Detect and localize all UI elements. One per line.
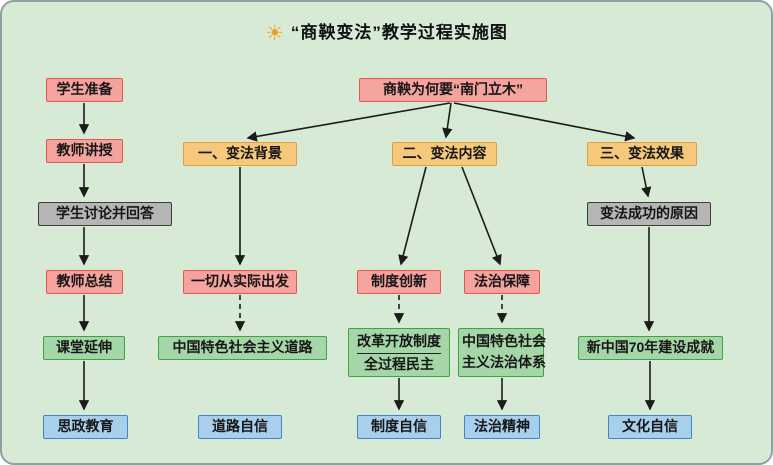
sun-icon: ☀ [265, 22, 284, 45]
node-teacher-lecture: 教师讲授 [46, 139, 123, 163]
node-institution-extension: 改革开放制度 全过程民主 [348, 328, 450, 377]
node-effect-reason: 变法成功的原因 [587, 202, 711, 226]
dashed-arrows [234, 295, 508, 332]
node-law-extension-line2: 主义法治体系 [462, 354, 546, 370]
node-institution-extension-line2: 全过程民主 [364, 356, 434, 372]
node-branch-effect: 三、变法效果 [587, 142, 697, 166]
node-content-point-law: 法治保障 [464, 270, 540, 294]
node-law-extension-line1: 中国特色社会 [462, 333, 546, 349]
node-ideology-education: 思政教育 [43, 415, 128, 439]
node-institution-confidence: 制度自信 [357, 415, 441, 439]
solid-arrows [78, 102, 656, 411]
node-root-question: 商鞅为何要“南门立木” [359, 78, 547, 102]
node-content-point-institution: 制度创新 [357, 270, 441, 294]
node-teacher-summary: 教师总结 [46, 270, 123, 294]
node-student-prep: 学生准备 [46, 78, 123, 102]
node-effect-extension: 新中国70年建设成就 [578, 336, 723, 360]
node-branch-content: 二、变法内容 [392, 142, 497, 166]
node-law-confidence: 法治精神 [464, 415, 540, 439]
node-branch-background: 一、变法背景 [183, 142, 297, 166]
node-effect-confidence: 文化自信 [608, 415, 692, 439]
node-background-point: 一切从实际出发 [183, 270, 297, 294]
diagram-title-text: “商鞅变法”教学过程实施图 [290, 23, 508, 42]
node-student-discussion: 学生讨论并回答 [38, 202, 172, 226]
node-class-extension: 课堂延伸 [43, 336, 125, 360]
node-background-extension: 中国特色社会主义道路 [158, 336, 327, 360]
diagram-title: ☀ “商鞅变法”教学过程实施图 [2, 18, 771, 46]
node-background-confidence: 道路自信 [198, 415, 282, 439]
node-institution-extension-line1: 改革开放制度 [352, 331, 446, 354]
node-law-extension: 中国特色社会 主义法治体系 [458, 328, 546, 377]
